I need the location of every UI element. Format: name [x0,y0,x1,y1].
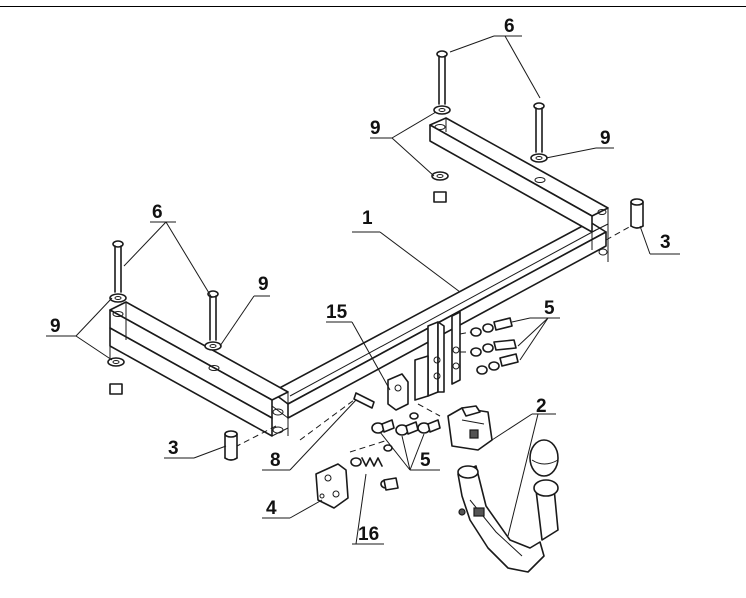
bolt-right-rear [533,102,545,153]
cross-beam [271,221,607,419]
callout-8: 8 [270,450,281,471]
callout-5-lower: 5 [420,450,431,471]
callout-2: 2 [536,396,547,417]
callout-15: 15 [326,302,348,323]
pin [299,392,375,441]
leader-lines [46,35,680,545]
bolt-set-upper [459,317,519,375]
ball-coupling [447,405,559,573]
right-side-arm [429,117,609,262]
dash-left [236,425,277,447]
left-side-arm [109,301,289,437]
bolt-set-lower [371,403,441,436]
callout-9-right: 9 [600,128,611,149]
bolt-left-front [112,240,124,293]
bolt-right-front [436,50,448,105]
spacer-tube-right [630,198,644,229]
callout-16: 16 [358,524,379,545]
callout-9-left: 9 [50,316,61,337]
callout-3-right: 3 [660,232,671,253]
callout-6-left: 6 [152,202,163,223]
callout-1: 1 [362,208,373,229]
socket-plate [315,463,349,509]
callout-6-right: 6 [504,16,515,37]
callout-4: 4 [266,498,277,519]
callout-9-right-upper: 9 [370,118,381,139]
spring-bolt [349,439,399,491]
top-border-line [0,6,746,7]
callout-9-mid: 9 [258,274,269,295]
washers-and-nuts [107,105,548,395]
callout-3-left: 3 [168,438,179,459]
callout-5-upper: 5 [544,298,555,319]
bolt-left-rear [207,290,219,341]
spacer-tube-left [224,430,238,461]
dash-right [605,225,632,241]
bracket-plates [387,311,461,411]
